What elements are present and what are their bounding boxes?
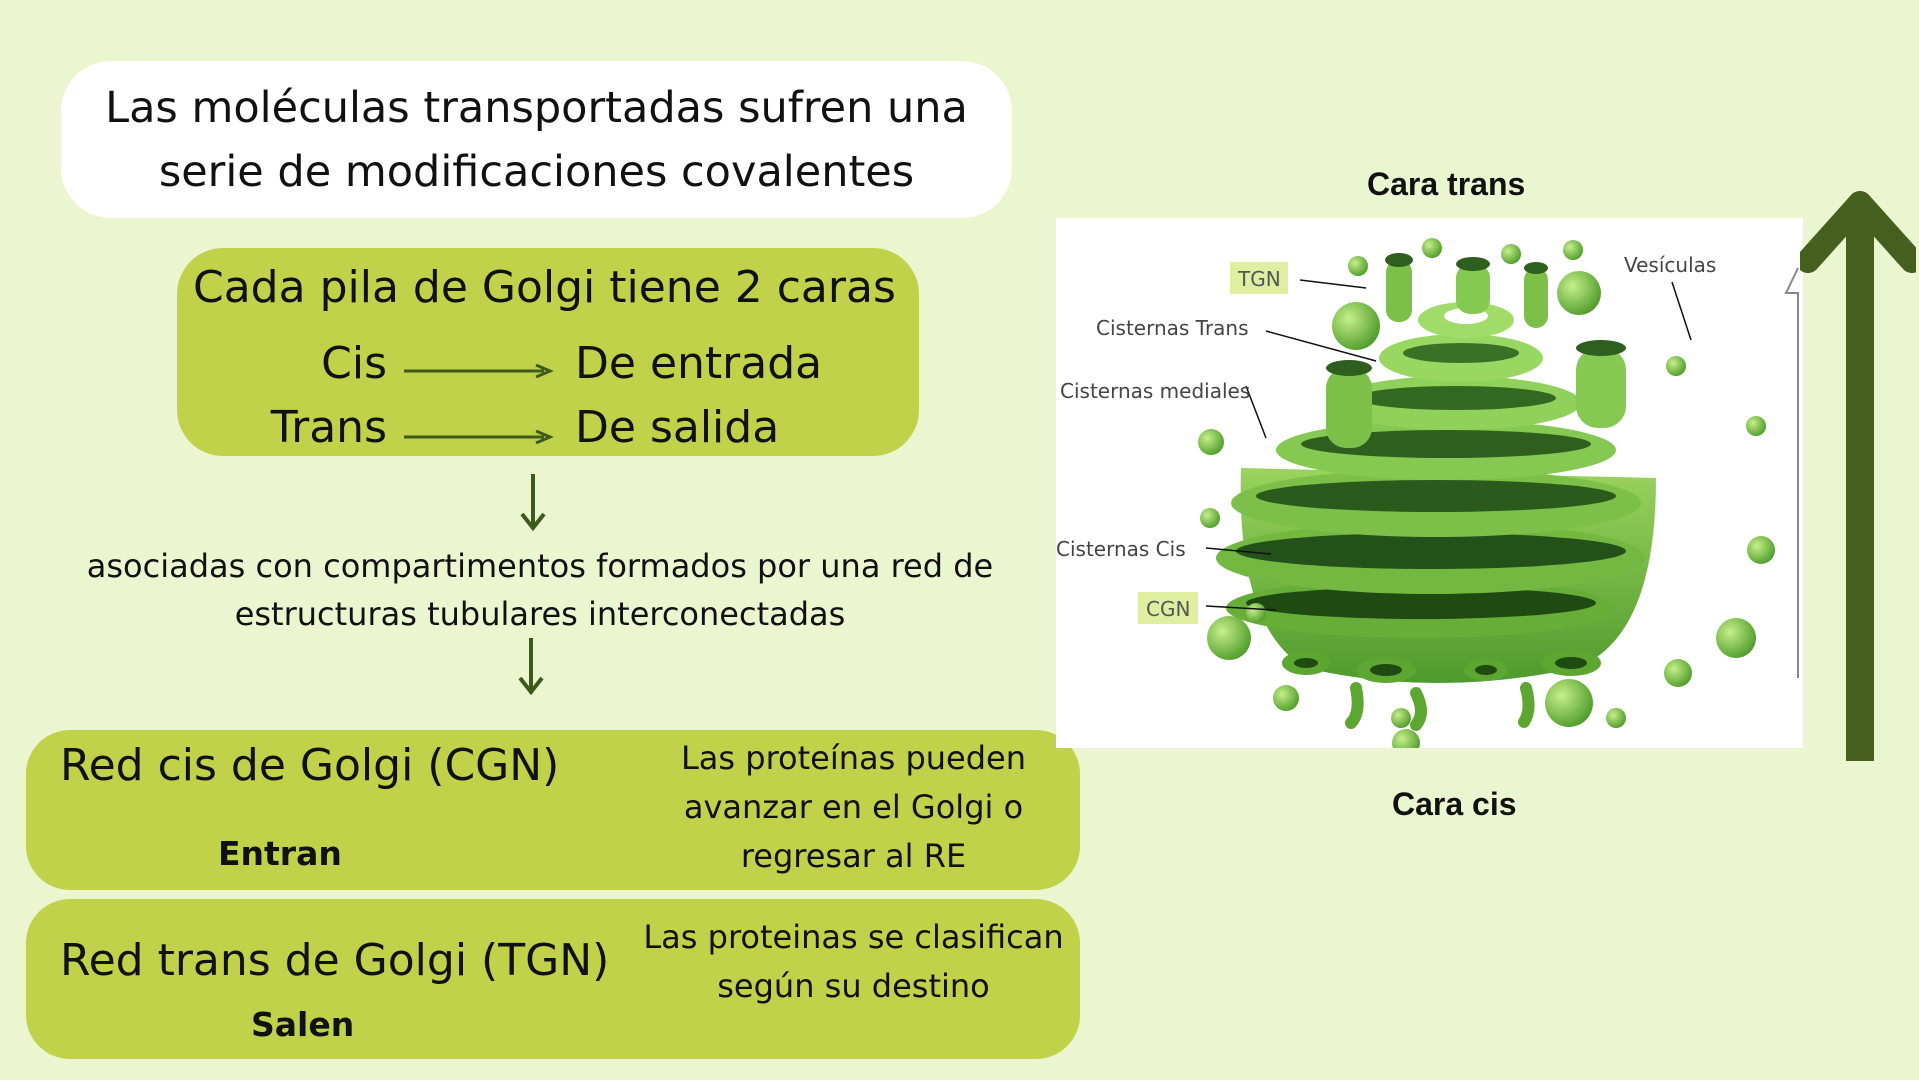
- cgn-description: Las proteínas pueden avanzar en el Golgi…: [680, 739, 1027, 875]
- cis-face-label: Cara cis: [1392, 786, 1517, 822]
- intro-box: Las moléculas transportadas sufren una s…: [61, 61, 1012, 218]
- tgn-label: Salen: [251, 1005, 355, 1044]
- cgn-box: Red cis de Golgi (CGN) Entran Las proteí…: [26, 730, 1080, 890]
- cgn-label: Entran: [218, 834, 342, 873]
- golgi-diagram: TGN Cisternas Trans Cisternas mediales C…: [1056, 218, 1803, 757]
- golgi-illustration: TGN Cisternas Trans Cisternas mediales C…: [1056, 238, 1799, 757]
- right-arrow-icon: [404, 364, 554, 378]
- right-arrow-icon: [404, 430, 554, 444]
- face-trans: Trans: [270, 402, 387, 453]
- tgn-description: Las proteinas se clasifican según su des…: [643, 918, 1064, 1005]
- trans-face-label: Cara trans: [1367, 166, 1526, 202]
- cis-cisternae-label: Cisternas Cis: [1056, 537, 1186, 561]
- trans-cisternae-label: Cisternas Trans: [1096, 316, 1249, 340]
- down-arrow-icon: [518, 638, 544, 696]
- intro-text: Las moléculas transportadas sufren una s…: [105, 82, 968, 197]
- up-arrow-icon: [1800, 191, 1916, 761]
- down-arrow-icon: [520, 474, 546, 532]
- golgi-faces-box: Cada pila de Golgi tiene 2 caras Cis De …: [177, 248, 919, 456]
- face-cis: Cis: [321, 338, 387, 389]
- vesicles-label: Vesículas: [1624, 253, 1716, 277]
- tgn-box: Red trans de Golgi (TGN) Salen Las prote…: [26, 899, 1080, 1059]
- cgn-diagram-label: CGN: [1146, 597, 1190, 621]
- medial-cisternae-label: Cisternas mediales: [1060, 379, 1250, 403]
- tgn-title: Red trans de Golgi (TGN): [60, 935, 610, 986]
- associated-text: asociadas con compartimentos formados po…: [86, 547, 994, 633]
- face-cis-role: De entrada: [575, 338, 823, 389]
- face-trans-role: De salida: [575, 402, 780, 453]
- cgn-title: Red cis de Golgi (CGN): [60, 740, 560, 791]
- faces-title: Cada pila de Golgi tiene 2 caras: [193, 262, 896, 313]
- tgn-diagram-label: TGN: [1237, 267, 1281, 291]
